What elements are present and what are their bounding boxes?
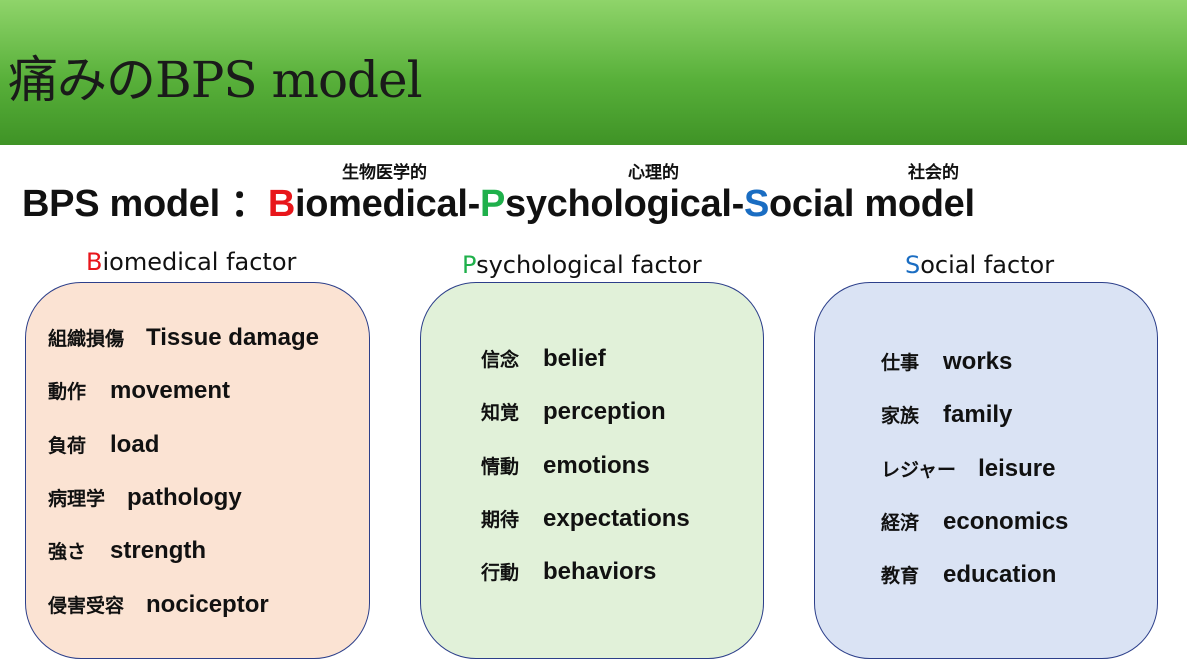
bio-item: 動作 movement [48,377,230,405]
soc-title-letter: S [905,251,921,279]
biomedical-panel [25,282,370,659]
soc-item: 経済 economics [881,508,1068,536]
bio-item-en: pathology [127,484,242,511]
soc-item-jp: 教育 [881,565,920,587]
bio-item: 負荷 load [48,431,159,459]
bio-item-jp: 動作 [48,381,87,403]
soc-item-jp: レジャー [881,459,957,481]
psychological-panel [420,282,764,659]
psy-item-en: emotions [543,452,650,479]
soc-item: 家族 family [881,401,1012,429]
psychological-factor-title: Psychological factor [462,251,702,279]
bio-item: 病理学 pathology [48,484,242,512]
psy-title-rest: sychological factor [476,251,702,279]
soc-item-jp: 家族 [881,405,920,427]
ruby-biomedical: 生物医学的 [342,163,427,183]
soc-item: レジャー leisure [881,455,1055,483]
bio-title-rest: iomedical factor [102,248,297,276]
slide-title: 痛みのBPS model [8,51,423,109]
bio-item-en: movement [110,377,231,404]
soc-item-en: works [943,348,1013,375]
psy-item: 情動 emotions [481,452,650,480]
title-banner [0,0,1187,145]
soc-item-en: education [943,561,1057,588]
biomedical-factor-title: Biomedical factor [86,248,296,276]
soc-item: 仕事 works [881,348,1012,376]
headline-prefix: BPS model ： [22,183,268,225]
headline-b-rest: iomedical- [295,183,480,225]
psy-item: 行動 behaviors [481,558,656,586]
bio-item-en: Tissue damage [146,324,319,351]
soc-item-en: economics [943,508,1069,535]
headline-b-letter: B [267,183,296,225]
bio-item: 侵害受容 nociceptor [48,591,269,619]
headline-s-letter: S [743,183,770,225]
bio-item-en: strength [110,537,207,564]
bio-item-jp: 組織損傷 [48,328,125,350]
ruby-psychological: 心理的 [628,163,679,183]
bio-item-jp: 侵害受容 [48,595,125,617]
psy-item-jp: 行動 [481,562,520,584]
headline-s-rest: ocial model [769,183,975,225]
soc-item-jp: 経済 [881,512,920,534]
ruby-social: 社会的 [908,163,959,183]
psy-item-en: perception [543,398,666,425]
psy-item-en: expectations [543,505,690,532]
soc-item-jp: 仕事 [881,352,920,374]
headline-p-letter: P [479,183,506,225]
bio-item: 組織損傷 Tissue damage [48,324,319,352]
bio-item: 強さ strength [48,537,206,565]
bio-item-jp: 病理学 [48,488,106,510]
soc-item-en: leisure [978,455,1056,482]
social-factor-title: Social factor [905,251,1054,279]
soc-item: 教育 education [881,561,1056,589]
bio-item-en: nociceptor [146,591,269,618]
psy-item-en: behaviors [543,558,657,585]
psy-item-jp: 期待 [481,509,520,531]
psy-item: 期待 expectations [481,505,690,533]
soc-title-rest: ocial factor [920,251,1055,279]
psy-item: 信念 belief [481,345,606,373]
psy-item-en: belief [543,345,606,372]
psy-item-jp: 情動 [481,456,520,478]
bio-title-letter: B [86,248,103,276]
bio-item-jp: 負荷 [48,435,87,457]
psy-item: 知覚 perception [481,398,666,426]
psy-item-jp: 信念 [481,349,520,371]
soc-item-en: family [943,401,1013,428]
social-panel [814,282,1158,659]
bps-headline: BPS model ：Biomedical-Psychological-Soci… [22,172,975,227]
bio-item-jp: 強さ [48,541,87,563]
psy-item-jp: 知覚 [481,402,520,424]
bio-item-en: load [110,431,160,458]
headline-p-rest: sychological- [505,183,744,225]
psy-title-letter: P [462,251,477,279]
